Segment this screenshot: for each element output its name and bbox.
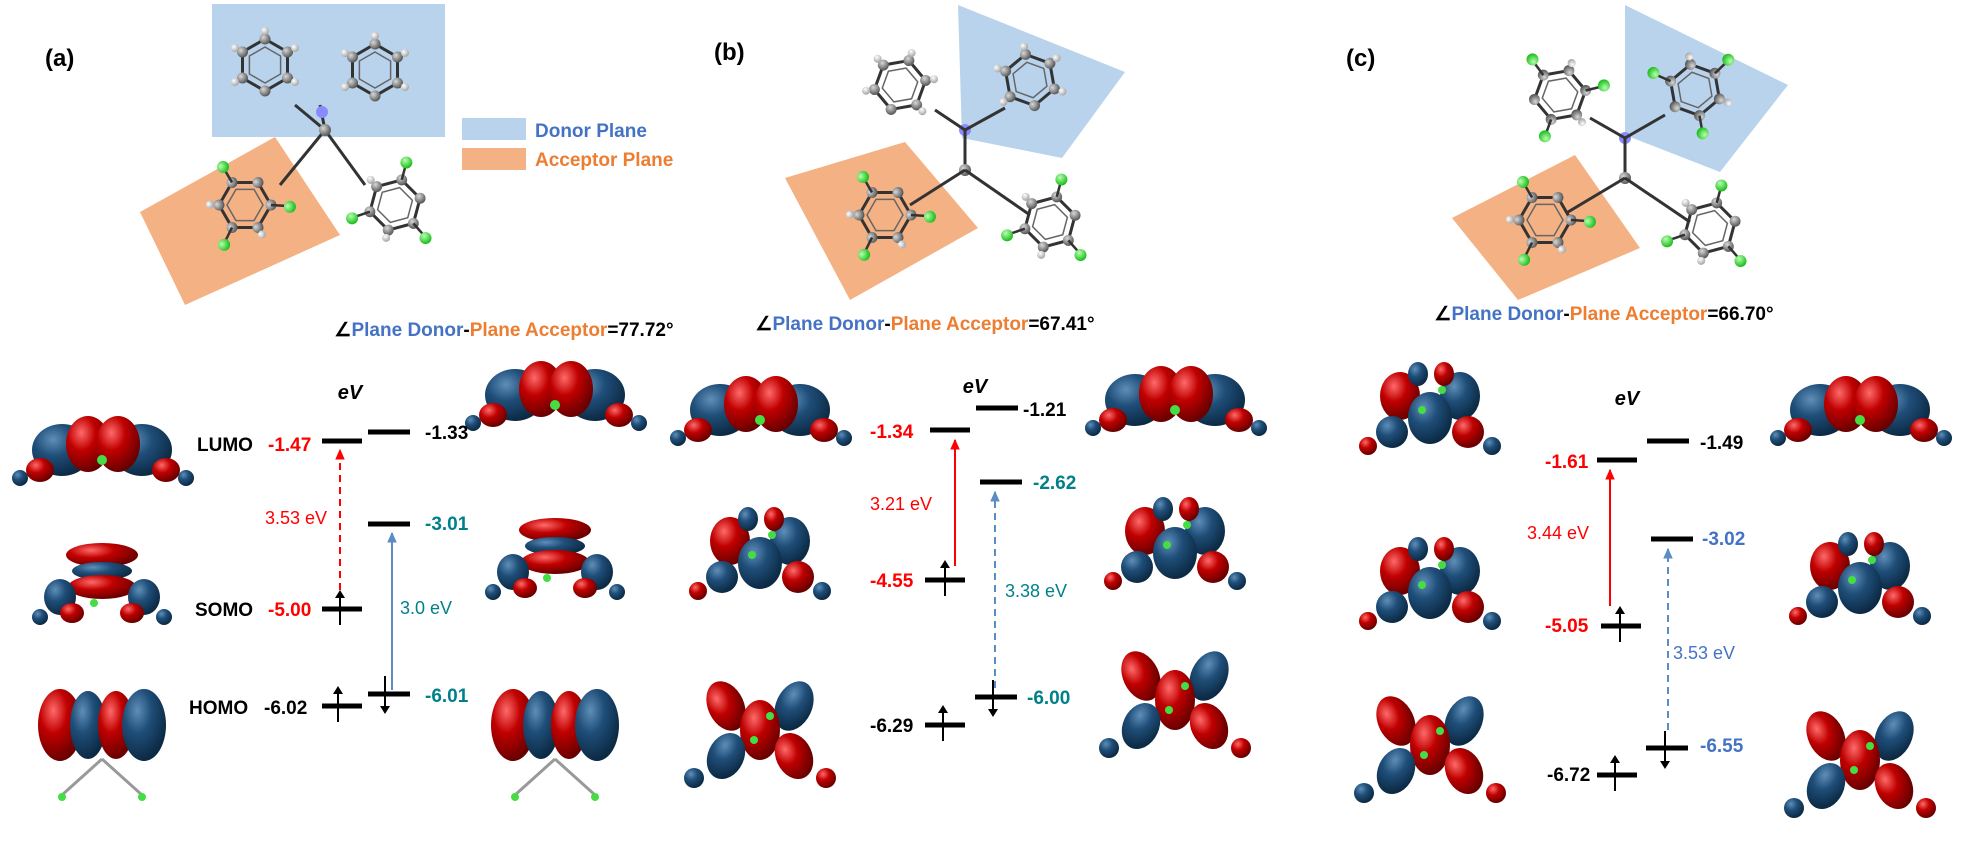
donor-plane-c [1625, 5, 1788, 172]
value-c-left-lumo: -1.61 [1545, 452, 1589, 473]
value-b-left-homo: -6.29 [870, 716, 913, 737]
donor-plane-b [958, 5, 1125, 158]
value-b-right-lumo: -1.21 [1023, 400, 1067, 421]
angle-caption-a: ∠Plane Donor-Plane Acceptor=77.72° [334, 320, 673, 341]
row-label-homo: HOMO [189, 698, 248, 719]
panel-label-c: (c) [1346, 45, 1375, 72]
value-b-left-lumo: -1.34 [870, 422, 914, 443]
legend-acceptor-label: Acceptor Plane [535, 150, 673, 171]
ev-label-a: eV [338, 382, 364, 404]
ev-label-b: eV [963, 376, 989, 398]
gap-blue-a: 3.0 eV [400, 598, 452, 618]
orbitals-a-right [465, 361, 647, 803]
value-b-right-homo: -6.00 [1027, 688, 1070, 709]
orbitals-b-right [1085, 366, 1267, 758]
orbitals-c-right [1770, 376, 1952, 818]
legend-donor-label: Donor Plane [535, 121, 647, 142]
energy-diagram-b: eV 3.21 eV 3.38 eV -1.34 -4.55 -6.29 -1.… [870, 376, 1076, 741]
value-c-left-somo: -5.05 [1545, 616, 1589, 637]
molecule-a [140, 4, 450, 305]
value-a-right-lumo: -1.33 [425, 423, 468, 444]
orbitals-b-left [670, 376, 852, 788]
angle-caption-b: ∠Plane Donor-Plane Acceptor=67.41° [755, 314, 1094, 335]
gap-red-c: 3.44 eV [1527, 523, 1589, 543]
molecule-b [785, 5, 1125, 300]
orbitals-c-left [1354, 362, 1506, 803]
gap-blue-c: 3.53 eV [1673, 643, 1735, 663]
value-a-left-homo: -6.02 [264, 698, 307, 719]
panel-label-b: (b) [714, 39, 745, 66]
value-b-left-somo: -4.55 [870, 571, 914, 592]
donor-plane-a [212, 4, 445, 137]
energy-diagram-c: eV 3.44 eV 3.53 eV -1.61 -5.05 -6.72 -1.… [1527, 388, 1745, 791]
value-c-left-homo: -6.72 [1547, 765, 1590, 786]
acceptor-plane-c [1452, 155, 1640, 300]
molecule-c [1452, 5, 1788, 300]
legend: Donor Plane Acceptor Plane [462, 118, 673, 171]
value-a-right-homo: -6.01 [425, 686, 469, 707]
value-a-left-somo: -5.00 [268, 600, 311, 621]
acceptor-plane-b [785, 142, 978, 300]
value-c-right-lumo: -1.49 [1700, 433, 1743, 454]
legend-donor-swatch [462, 118, 526, 140]
row-label-somo: SOMO [195, 600, 253, 621]
gap-blue-b: 3.38 eV [1005, 581, 1067, 601]
value-a-right-somo: -3.01 [425, 514, 469, 535]
ev-label-c: eV [1615, 388, 1641, 410]
legend-acceptor-swatch [462, 148, 526, 170]
gap-red-a: 3.53 eV [265, 508, 327, 528]
value-b-right-somo: -2.62 [1033, 473, 1076, 494]
row-label-lumo: LUMO [197, 435, 253, 456]
value-a-left-lumo: -1.47 [268, 435, 311, 456]
panel-label-a: (a) [45, 45, 74, 72]
angle-caption-c: ∠Plane Donor-Plane Acceptor=66.70° [1434, 304, 1773, 325]
energy-diagram-a: eV LUMO SOMO HOMO 3.53 eV 3.0 eV -1.47 -… [189, 382, 469, 722]
gap-red-b: 3.21 eV [870, 494, 932, 514]
value-c-right-somo: -3.02 [1702, 529, 1745, 550]
value-c-right-homo: -6.55 [1700, 736, 1744, 757]
orbitals-a-left [12, 416, 194, 803]
